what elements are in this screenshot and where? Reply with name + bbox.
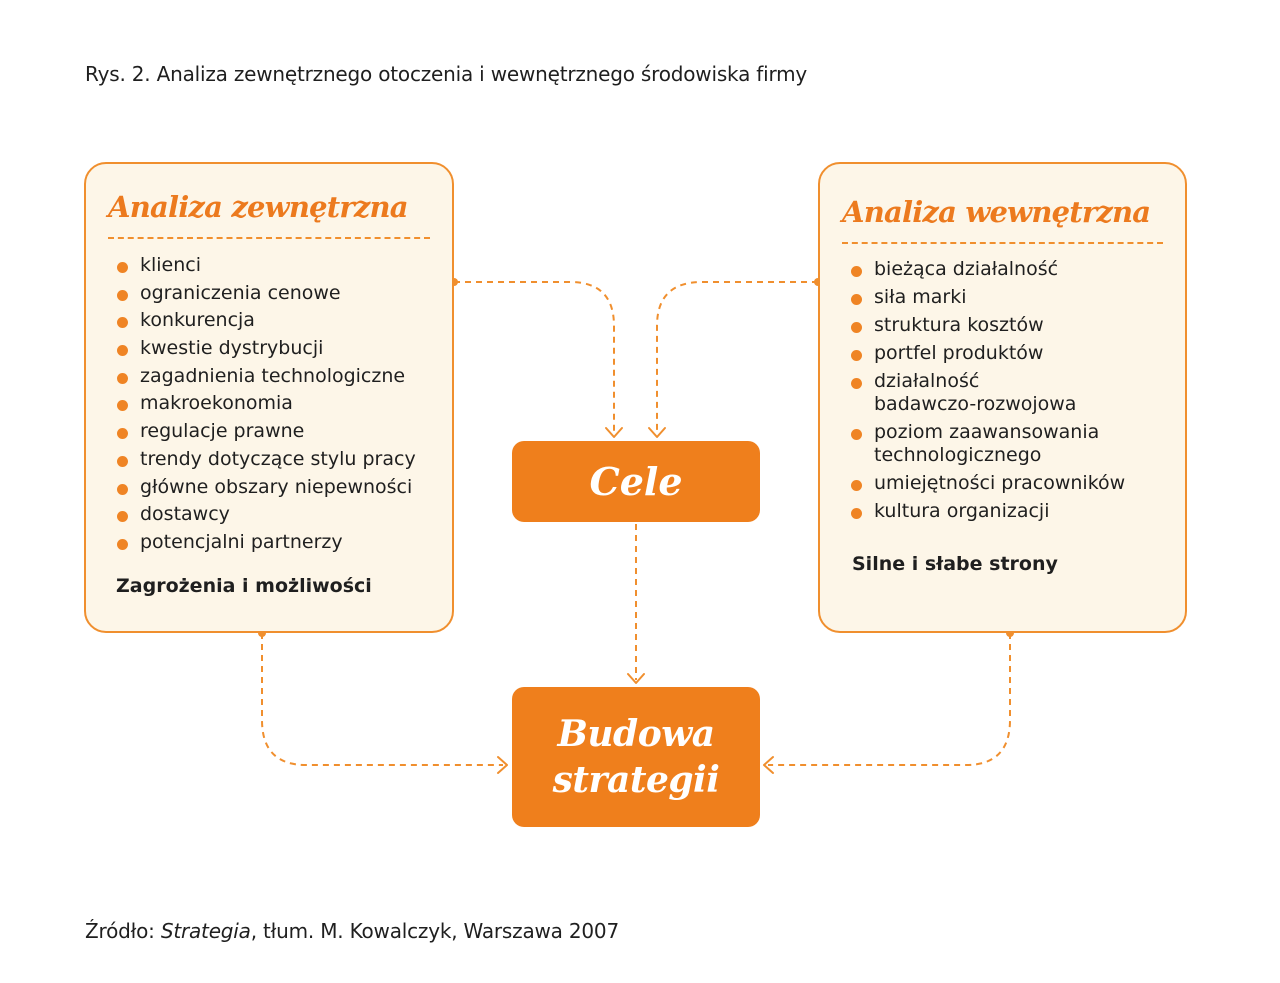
list-item-text: regulacje prawne <box>140 420 305 443</box>
list-item: klienci <box>114 254 416 278</box>
list-item-text: poziom zaawansowania <box>874 420 1100 443</box>
list-item: trendy dotyczące stylu pracy <box>114 448 416 472</box>
bullet-icon <box>117 317 128 329</box>
bullet-icon <box>851 428 862 440</box>
list-item-text: kwestie dystrybucji <box>140 337 324 360</box>
list-item-text: badawczo-rozwojowa <box>874 393 1077 416</box>
list-item: kultura organizacji <box>848 500 1125 524</box>
list-item-text: działalność <box>874 369 980 392</box>
arrow-external-to-strategy <box>261 633 503 766</box>
list-item-text: struktura kosztów <box>874 313 1044 336</box>
internal-analysis-title: Analiza wewnętrzna <box>842 195 1151 229</box>
list-item: dostawcy <box>114 503 416 527</box>
external-factors-list: klienci ograniczenia cenowe konkurencja kwe… <box>114 254 416 559</box>
list-item-text: kultura organizacji <box>874 500 1050 523</box>
bullet-icon <box>851 508 862 520</box>
list-item-text: zagadnienia technologiczne <box>140 364 406 387</box>
source-prefix: Źródło: <box>85 919 161 943</box>
title-divider <box>108 237 430 239</box>
list-item: konkurencja <box>114 309 416 333</box>
arrowhead-left-goals <box>605 427 623 438</box>
arrowhead-strategy-right <box>763 756 774 774</box>
list-item-text: makroekonomia <box>140 392 293 415</box>
list-item: potencjalni partnerzy <box>114 531 416 555</box>
strategy-building-box: Budowa strategii <box>512 687 760 827</box>
bullet-icon <box>117 483 128 495</box>
list-item-text: siła marki <box>874 285 967 308</box>
bullet-icon <box>851 377 862 389</box>
list-item: portfel produktów <box>848 342 1125 366</box>
goals-box: Cele <box>512 441 760 522</box>
bullet-icon <box>117 289 128 301</box>
external-analysis-panel: Analiza zewnętrzna klienci ograniczenia c… <box>84 162 454 633</box>
list-item-text: portfel produktów <box>874 341 1044 364</box>
bullet-icon <box>117 538 128 550</box>
list-item: kwestie dystrybucji <box>114 337 416 361</box>
bullet-icon <box>117 372 128 384</box>
bullet-icon <box>117 400 128 412</box>
external-analysis-title: Analiza zewnętrzna <box>108 190 409 224</box>
list-item-text: umiejętności pracowników <box>874 472 1126 495</box>
internal-analysis-panel: Analiza wewnętrzna bieżąca działalność si… <box>818 162 1187 633</box>
list-item-text: klienci <box>140 254 202 276</box>
bullet-icon <box>851 321 862 333</box>
list-item: zagadnienia technologiczne <box>114 365 416 389</box>
source-note: Źródło: Strategia, tłum. M. Kowalczyk, W… <box>85 919 619 943</box>
arrow-internal-to-strategy <box>768 633 1011 766</box>
strengths-weaknesses-label: Silne i słabe strony <box>852 553 1058 575</box>
list-item-text: główne obszary niepewności <box>140 475 413 498</box>
arrowhead-strategy-top <box>627 673 645 684</box>
source-title: Strategia <box>160 919 251 943</box>
bullet-icon <box>117 428 128 440</box>
bullet-icon <box>851 293 862 305</box>
list-item-text: trendy dotyczące stylu pracy <box>140 447 416 470</box>
list-item-text: ograniczenia cenowe <box>140 281 341 304</box>
arrowhead-strategy-left <box>497 756 508 774</box>
list-item: umiejętności pracowników <box>848 472 1125 496</box>
list-item-text: konkurencja <box>140 309 255 332</box>
goals-label: Cele <box>589 459 683 504</box>
list-item: struktura kosztów <box>848 314 1125 338</box>
arrow-internal-to-goals <box>656 281 818 434</box>
list-item-text: technologicznego <box>874 444 1042 467</box>
threats-opportunities-label: Zagrożenia i możliwości <box>116 575 372 597</box>
bullet-icon <box>117 455 128 467</box>
title-divider <box>842 242 1163 244</box>
list-item: siła marki <box>848 286 1125 310</box>
list-item-text: bieżąca działalność <box>874 258 1059 280</box>
source-details: , tłum. M. Kowalczyk, Warszawa 2007 <box>250 919 619 943</box>
strategy-label-line2: strategii <box>552 759 720 801</box>
internal-factors-list: bieżąca działalność siła marki struktura k… <box>848 258 1125 528</box>
list-item-text: dostawcy <box>140 503 230 526</box>
arrowhead-right-goals <box>648 427 666 438</box>
arrow-external-to-goals <box>454 281 615 434</box>
list-item: ograniczenia cenowe <box>114 282 416 306</box>
list-item: makroekonomia <box>114 392 416 416</box>
strategy-label-line1: Budowa <box>557 713 715 755</box>
list-item-text: potencjalni partnerzy <box>140 530 343 553</box>
bullet-icon <box>851 349 862 361</box>
bullet-icon <box>851 266 862 277</box>
list-item: główne obszary niepewności <box>114 476 416 500</box>
bullet-icon <box>117 262 128 273</box>
list-item: regulacje prawne <box>114 420 416 444</box>
figure-caption: Rys. 2. Analiza zewnętrznego otoczenia i… <box>85 62 808 86</box>
list-item: bieżąca działalność <box>848 258 1125 282</box>
bullet-icon <box>117 511 128 523</box>
bullet-icon <box>117 345 128 357</box>
bullet-icon <box>851 480 862 492</box>
